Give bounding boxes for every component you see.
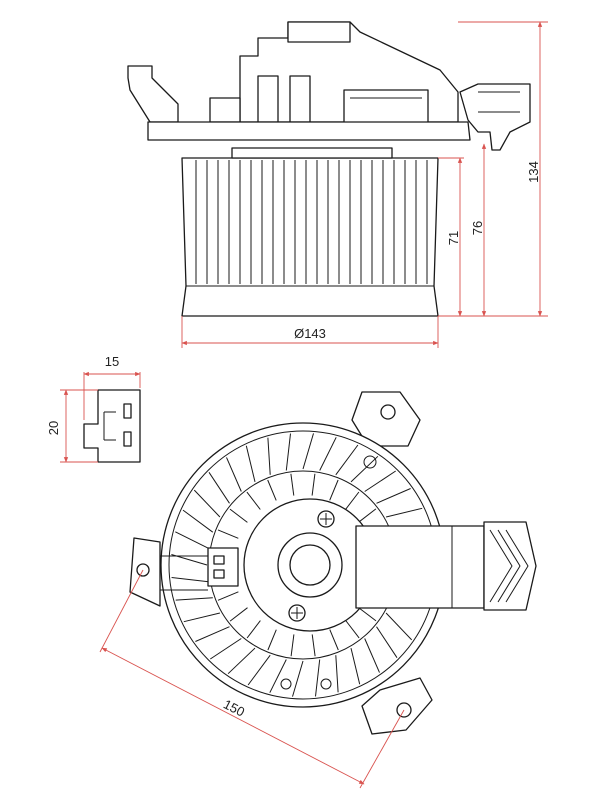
dim-height-mid: 76	[470, 221, 485, 235]
housing-rib	[183, 612, 221, 623]
housing-rib	[364, 470, 396, 492]
housing-rib	[175, 597, 213, 601]
housing-rib	[182, 509, 214, 533]
housing-rib	[319, 437, 337, 471]
connector-detail: 15 20	[46, 354, 141, 463]
dim-height-total: 134	[526, 161, 541, 183]
inner-rib	[229, 508, 248, 523]
connector-pin-bottom	[123, 431, 132, 447]
inner-rib	[290, 473, 295, 496]
inner-rib	[217, 529, 239, 539]
dim-connector-height: 20	[46, 421, 61, 435]
inner-rib	[267, 629, 277, 651]
mount-tab-bottom	[361, 677, 433, 735]
motor-window-left	[257, 75, 279, 123]
housing-rib	[335, 444, 359, 476]
dim-mount-span: 150	[221, 696, 247, 719]
inner-rib	[267, 479, 277, 501]
housing-rib	[376, 626, 398, 658]
connector-body	[83, 389, 141, 463]
housing-rib	[285, 433, 291, 471]
wheel-blades	[195, 160, 428, 284]
housing-rib	[226, 457, 242, 492]
control-module	[355, 525, 485, 609]
housing-rib	[193, 489, 221, 518]
top-view	[129, 391, 537, 735]
inner-rib	[345, 491, 360, 510]
housing-rib	[208, 472, 230, 504]
inner-rib	[345, 620, 360, 639]
housing-rib	[171, 577, 209, 583]
inner-rib	[229, 607, 248, 622]
housing-rib	[302, 433, 314, 470]
housing-rib	[364, 638, 380, 673]
housing-rib	[385, 507, 423, 518]
dim-diameter: Ø143	[294, 326, 326, 341]
housing-rib	[195, 626, 230, 642]
blower-wheel	[181, 157, 439, 317]
inner-rib	[358, 508, 377, 523]
side-connector	[459, 83, 531, 151]
side-dimensions: 134 76 71 Ø143	[181, 21, 548, 348]
wheel-top-ring	[231, 147, 393, 159]
inner-rib	[329, 479, 339, 501]
terminal-block	[343, 89, 429, 125]
housing-rib	[350, 455, 379, 483]
inner-rib	[246, 491, 261, 510]
module-connector	[483, 521, 537, 611]
mount-hole-top	[380, 404, 396, 420]
housing-rib	[245, 445, 256, 483]
inner-rib	[358, 607, 377, 622]
dim-connector-width: 15	[105, 354, 119, 369]
hub-bore	[289, 544, 331, 586]
connector-pin-top	[123, 403, 132, 419]
motor-cap	[287, 21, 351, 43]
inner-rib	[246, 620, 261, 639]
housing-rib	[175, 531, 209, 549]
screw-top	[317, 510, 335, 528]
mounting-flange	[147, 121, 471, 141]
top-small-connector	[207, 547, 239, 587]
inner-rib	[311, 473, 316, 496]
inner-rib	[329, 629, 339, 651]
side-view	[127, 21, 531, 317]
housing-rib	[267, 437, 271, 475]
housing-rib	[385, 612, 413, 641]
inner-rib	[217, 591, 239, 601]
screw-bottom	[288, 604, 306, 622]
top-dimensions: 150	[99, 569, 405, 789]
motor-window-right	[289, 75, 311, 123]
housing-rib	[376, 488, 411, 504]
vent-tab	[209, 97, 241, 123]
left-clip	[127, 65, 179, 123]
dim-height-wheel: 71	[446, 231, 461, 245]
